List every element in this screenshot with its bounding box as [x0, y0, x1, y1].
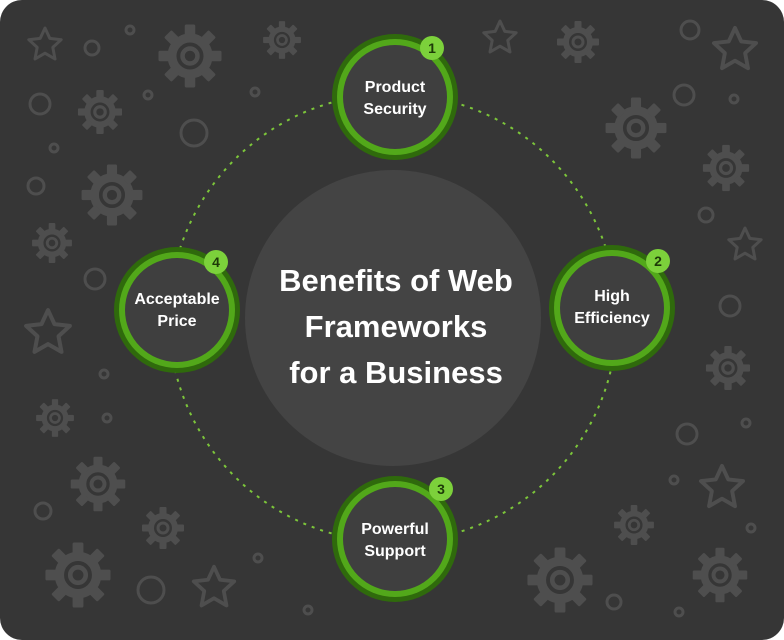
ring-icon [33, 501, 53, 521]
node-label-line: Security [363, 101, 427, 118]
center-title: Benefits of Web Frameworks for a Busines… [258, 258, 534, 396]
badge-number-3: 3 [437, 481, 445, 497]
gear-icon [527, 547, 592, 612]
node-3-shape [332, 476, 458, 602]
badge-2 [646, 249, 670, 273]
ring-icon [124, 24, 136, 36]
ring-icon [179, 118, 209, 148]
badge-number-1: 1 [428, 40, 436, 56]
ring-icon [28, 92, 52, 116]
gear-icon [606, 98, 667, 159]
gear-icon [45, 542, 110, 607]
gear-icon [693, 548, 748, 603]
title-line: Frameworks [304, 309, 488, 344]
ring-icon [101, 412, 113, 424]
gear-icon [159, 25, 222, 88]
node-1-shape [332, 34, 458, 160]
badge-1 [420, 36, 444, 60]
badge-3 [429, 477, 453, 501]
ring-icon [83, 267, 107, 291]
star-icon [698, 463, 746, 509]
node-label-line: High [594, 288, 630, 305]
node-2-shape [549, 245, 675, 371]
ring-icon [252, 552, 264, 564]
star-icon [27, 26, 63, 61]
star-icon [482, 19, 518, 54]
ring-icon [98, 368, 110, 380]
badge-4 [204, 250, 228, 274]
node-4-shape [114, 247, 240, 373]
center-circle [245, 170, 541, 466]
ring-icon [740, 417, 752, 429]
gear-icon [142, 507, 184, 549]
ring-icon [302, 604, 314, 616]
node-label-line: Efficiency [574, 310, 650, 327]
star-icon [26, 310, 70, 352]
ring-icon [83, 39, 101, 57]
ring-icon [728, 93, 740, 105]
node-label-line: Powerful [361, 521, 429, 538]
ring-icon [675, 422, 699, 446]
ring-icon [26, 176, 46, 196]
ring-icon [136, 575, 166, 605]
gear-icon [557, 21, 599, 63]
badge-number-4: 4 [212, 254, 220, 270]
ring-icon [605, 593, 623, 611]
gear-icon [263, 21, 301, 59]
decor-rings [26, 19, 757, 618]
node-label-line: Support [364, 543, 426, 560]
gear-icon [32, 223, 72, 263]
node-label-line: Price [157, 313, 197, 330]
gear-icon [71, 457, 126, 512]
gear-icon [78, 90, 122, 134]
ring-icon [48, 142, 60, 154]
star-icon [711, 25, 759, 71]
star-icon [727, 226, 763, 261]
ring-icon [679, 19, 701, 41]
gear-icon [36, 399, 74, 437]
gear-icon [706, 346, 750, 390]
node-2-label: High Efficiency [552, 286, 672, 330]
badge-number-2: 2 [654, 253, 662, 269]
node-label-line: Product [364, 79, 426, 96]
ring-icon [672, 83, 696, 107]
ring-icon [249, 86, 261, 98]
node-3-label: Powerful Support [335, 519, 455, 563]
ring-icon [718, 294, 742, 318]
title-line: for a Business [289, 355, 503, 390]
title-line: Benefits of Web [279, 263, 513, 298]
star-icon [191, 564, 237, 608]
ring-icon [668, 474, 680, 486]
gear-icon [82, 165, 143, 226]
ring-icon [745, 522, 757, 534]
gear-icon [614, 505, 654, 545]
ring-icon [673, 606, 685, 618]
ring-icon [697, 206, 715, 224]
node-label-line: Acceptable [134, 291, 220, 308]
gear-icon [703, 145, 749, 191]
ring-icon [142, 89, 154, 101]
node-1-label: Product Security [335, 77, 455, 121]
node-4-label: Acceptable Price [117, 289, 237, 333]
